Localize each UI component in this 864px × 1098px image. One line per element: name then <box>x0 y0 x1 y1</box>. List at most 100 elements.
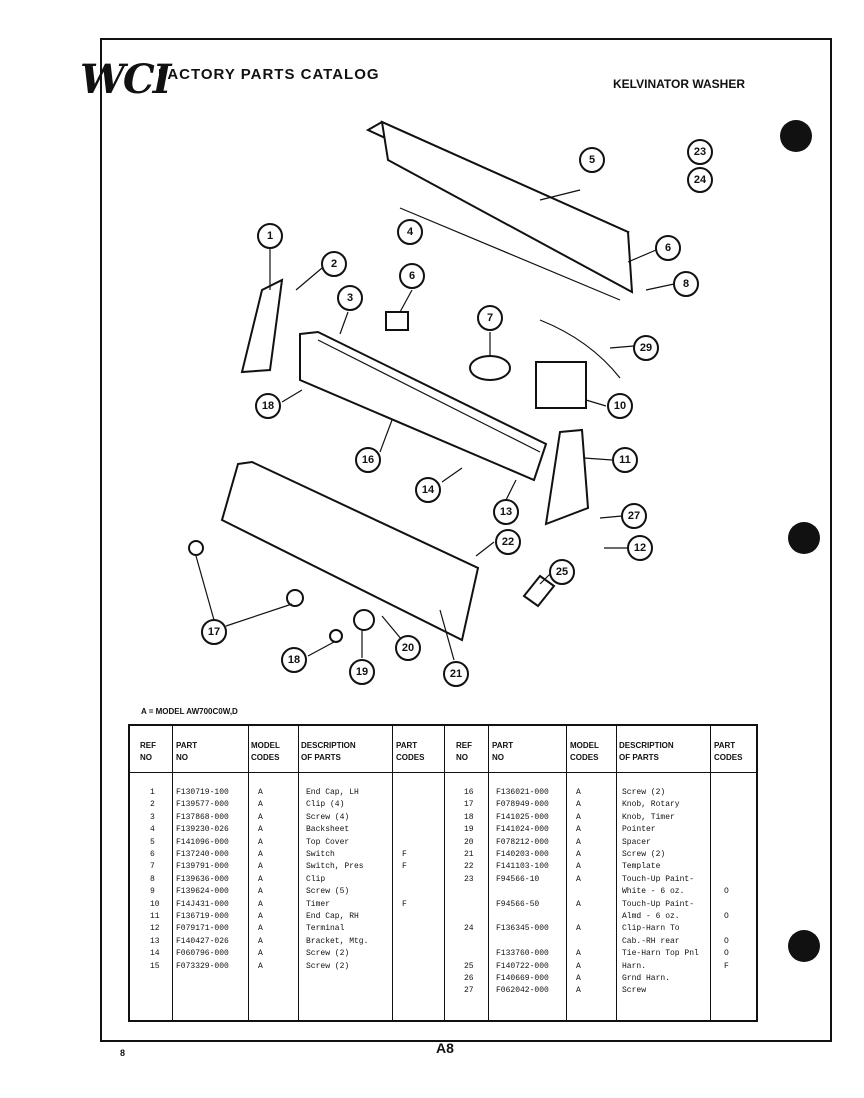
page-frame <box>100 38 832 1042</box>
wci-logo: WCI <box>80 56 171 103</box>
cell-part: F073329-000 <box>176 961 229 971</box>
cell-desc: Screw (2) <box>306 961 350 971</box>
part-top-cover-face <box>380 120 634 294</box>
cell-desc: Screw (2) <box>306 949 350 959</box>
callout-25-label: 25 <box>556 566 568 578</box>
cell-desc: Knob, Timer <box>622 812 675 822</box>
cell-code: O <box>724 887 729 897</box>
cell-model: A <box>258 924 263 934</box>
callout-6a: 6 <box>655 235 681 261</box>
punch-hole-middle <box>788 522 820 554</box>
cell-model: A <box>258 850 263 859</box>
cell-desc: Clip <box>306 874 326 884</box>
cell-model: A <box>576 874 581 884</box>
cell-ref: 17 <box>464 800 474 810</box>
cell-ref: 12 <box>150 924 160 934</box>
part-knob-rotary-2 <box>286 589 304 607</box>
callout-18a: 18 <box>255 393 281 419</box>
cell-code: O <box>724 949 729 959</box>
callout-16: 16 <box>355 447 381 473</box>
cell-desc: Screw (2) <box>622 850 666 859</box>
header-model-codes-right: MODEL CODES <box>570 741 599 762</box>
part-template <box>220 460 480 642</box>
part-end-cap-rh <box>544 428 590 526</box>
punch-hole-bottom <box>788 930 820 962</box>
part-knob-rotary-1 <box>188 540 204 556</box>
cell-ref: 21 <box>464 850 474 859</box>
cell-ref: 25 <box>464 961 474 971</box>
cell-desc: Touch-Up Paint- <box>622 899 695 909</box>
cell-ref: 13 <box>150 936 160 946</box>
part-pressure-switch <box>469 355 511 381</box>
cell-model: A <box>258 961 263 971</box>
header-model-codes: MODEL CODES <box>251 741 280 762</box>
callout-11: 11 <box>612 447 638 473</box>
header-description: DESCRIPTION OF PARTS <box>301 741 356 762</box>
cell-ref: 15 <box>150 961 160 971</box>
col-divider <box>248 726 249 1020</box>
cell-ref: 26 <box>464 974 474 983</box>
callout-23: 23 <box>687 139 713 165</box>
col-divider <box>444 726 445 1020</box>
part-console-panel <box>299 330 548 482</box>
cell-model: A <box>258 788 263 797</box>
cell-desc: Tie-Harn Top Pnl <box>622 949 699 959</box>
callout-1: 1 <box>257 223 283 249</box>
col-divider <box>172 726 173 1020</box>
cell-ref: 3 <box>150 812 155 822</box>
callout-14: 14 <box>415 477 441 503</box>
callout-4-label: 4 <box>407 226 414 238</box>
cell-ref: 8 <box>150 874 155 884</box>
cell-code: O <box>724 912 729 921</box>
cell-part: F079171-000 <box>176 924 229 934</box>
cell-part: F078212-000 <box>496 837 549 847</box>
punch-hole-top <box>780 120 812 152</box>
callout-24: 24 <box>687 167 713 193</box>
cell-part: F136345-000 <box>496 924 549 934</box>
cell-part: F140722-000 <box>496 961 549 971</box>
cell-model: A <box>576 986 581 996</box>
cell-desc: Harn. <box>622 961 647 971</box>
header-part-no-right: PART NO <box>492 741 514 762</box>
cell-ref: 16 <box>464 788 474 797</box>
callout-10-label: 10 <box>614 400 626 412</box>
cell-ref: 6 <box>150 850 155 859</box>
cell-code: F <box>402 850 407 859</box>
cell-model: A <box>258 874 263 884</box>
cell-desc: End Cap, LH <box>306 788 359 797</box>
exploded-parts-diagram: 1 2 3 4 5 6 6 8 7 29 18 10 11 14 13 16 1… <box>188 120 713 687</box>
callout-4: 4 <box>397 219 423 245</box>
cell-desc: Switch, Pres <box>306 862 364 872</box>
cell-desc: Top Cover <box>306 837 350 847</box>
cell-model: A <box>576 850 581 859</box>
callout-21: 21 <box>443 661 469 687</box>
callout-6a-label: 6 <box>665 242 671 254</box>
product-subject: KELVINATOR WASHER <box>613 77 746 91</box>
callout-13: 13 <box>493 499 519 525</box>
cell-part: F130719-100 <box>176 788 229 797</box>
cell-ref: 10 <box>150 899 160 909</box>
callout-17: 17 <box>201 619 227 645</box>
cell-code: O <box>724 936 729 946</box>
callout-27: 27 <box>621 503 647 529</box>
cell-desc: End Cap, RH <box>306 912 359 921</box>
cell-model: A <box>576 949 581 959</box>
part-end-cap-lh <box>240 278 284 374</box>
col-divider <box>392 726 393 1020</box>
cell-part: F139230-026 <box>176 825 229 835</box>
col-divider <box>298 726 299 1020</box>
callout-23-label: 23 <box>694 146 706 158</box>
cell-model: A <box>258 862 263 872</box>
